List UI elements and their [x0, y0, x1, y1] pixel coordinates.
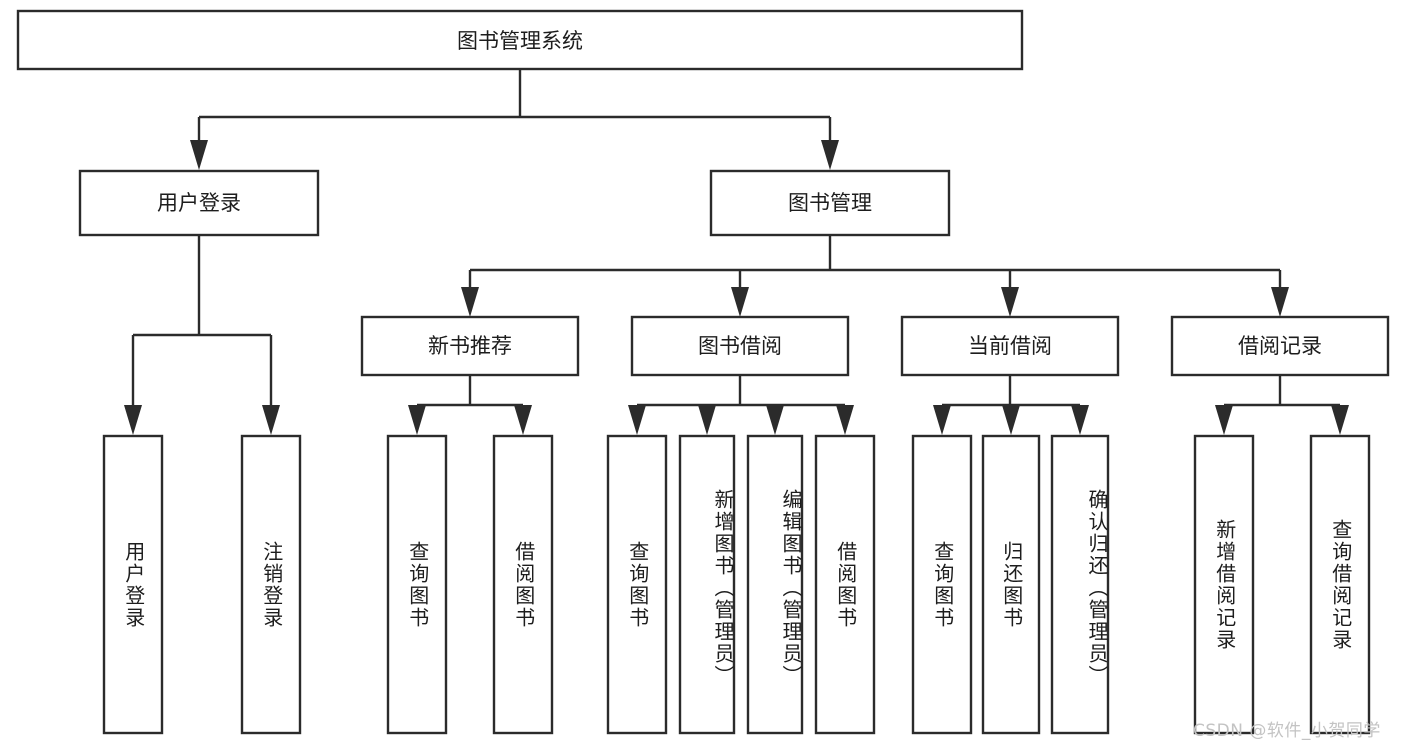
node-borrow-record-box[interactable]	[1170, 315, 1390, 377]
arrow-to-leaf-add-record	[1215, 405, 1233, 435]
arrow-to-leaf-borrow-book-1	[514, 405, 532, 435]
arrow-to-current-borrow	[1001, 287, 1019, 317]
node-leaf-add-book-box[interactable]	[678, 434, 736, 735]
node-current-borrow-box[interactable]	[900, 315, 1120, 377]
node-leaf-edit-book-box[interactable]	[746, 434, 804, 735]
node-root-box[interactable]	[16, 9, 1024, 71]
arrow-to-new-book-recommend	[461, 287, 479, 317]
node-leaf-query-book-1-box[interactable]	[386, 434, 448, 735]
arrow-to-leaf-confirm-return	[1071, 405, 1089, 435]
arrow-to-book-borrow	[731, 287, 749, 317]
node-leaf-query-book-3-box[interactable]	[911, 434, 973, 735]
node-leaf-return-book-box[interactable]	[981, 434, 1041, 735]
node-root-label: 图书管理系统	[457, 29, 583, 53]
node-leaf-query-book-2-box[interactable]	[606, 434, 668, 735]
arrow-to-leaf-query-book-2	[628, 405, 646, 435]
arrow-to-leaf-borrow-book-2	[836, 405, 854, 435]
arrow-to-leaf-query-book-1	[408, 405, 426, 435]
node-leaf-logout-box[interactable]	[240, 434, 302, 735]
arrow-to-leaf-add-book	[698, 405, 716, 435]
node-user-login-label: 用户登录	[157, 191, 241, 215]
node-new-book-recommend-box[interactable]	[360, 315, 580, 377]
connectors-book-manage	[461, 235, 1289, 317]
arrow-to-leaf-return-book	[1002, 405, 1020, 435]
connectors-new-book-recommend	[408, 375, 532, 435]
connectors-current-borrow	[933, 375, 1089, 435]
node-leaf-add-record-box[interactable]	[1193, 434, 1255, 735]
node-book-manage-box[interactable]	[709, 169, 951, 237]
node-user-login-box[interactable]	[78, 169, 320, 237]
node-leaf-query-record-box[interactable]	[1309, 434, 1371, 735]
connectors-root	[190, 69, 839, 170]
arrow-to-book-manage	[821, 140, 839, 170]
node-new-book-recommend-label: 新书推荐	[428, 334, 512, 358]
arrow-to-leaf-query-book-3	[933, 405, 951, 435]
connectors-user-login	[124, 235, 280, 435]
node-leaf-borrow-book-2-box[interactable]	[814, 434, 876, 735]
arrow-to-user-login	[190, 140, 208, 170]
node-book-borrow-label: 图书借阅	[698, 334, 782, 358]
node-leaf-user-login-box[interactable]	[102, 434, 164, 735]
arrow-to-leaf-query-record	[1331, 405, 1349, 435]
node-borrow-record-label: 借阅记录	[1238, 334, 1322, 358]
node-book-manage-label: 图书管理	[788, 191, 872, 215]
node-leaf-borrow-book-1-box[interactable]	[492, 434, 554, 735]
node-book-borrow-box[interactable]	[630, 315, 850, 377]
arrow-to-borrow-record	[1271, 287, 1289, 317]
arrow-to-leaf-edit-book	[766, 405, 784, 435]
arrow-to-leaf-logout	[262, 405, 280, 435]
node-current-borrow-label: 当前借阅	[968, 334, 1052, 358]
connectors-book-borrow	[628, 375, 854, 435]
node-leaf-confirm-return-box[interactable]	[1050, 434, 1110, 735]
connectors-borrow-record	[1215, 375, 1349, 435]
arrow-to-leaf-user-login	[124, 405, 142, 435]
